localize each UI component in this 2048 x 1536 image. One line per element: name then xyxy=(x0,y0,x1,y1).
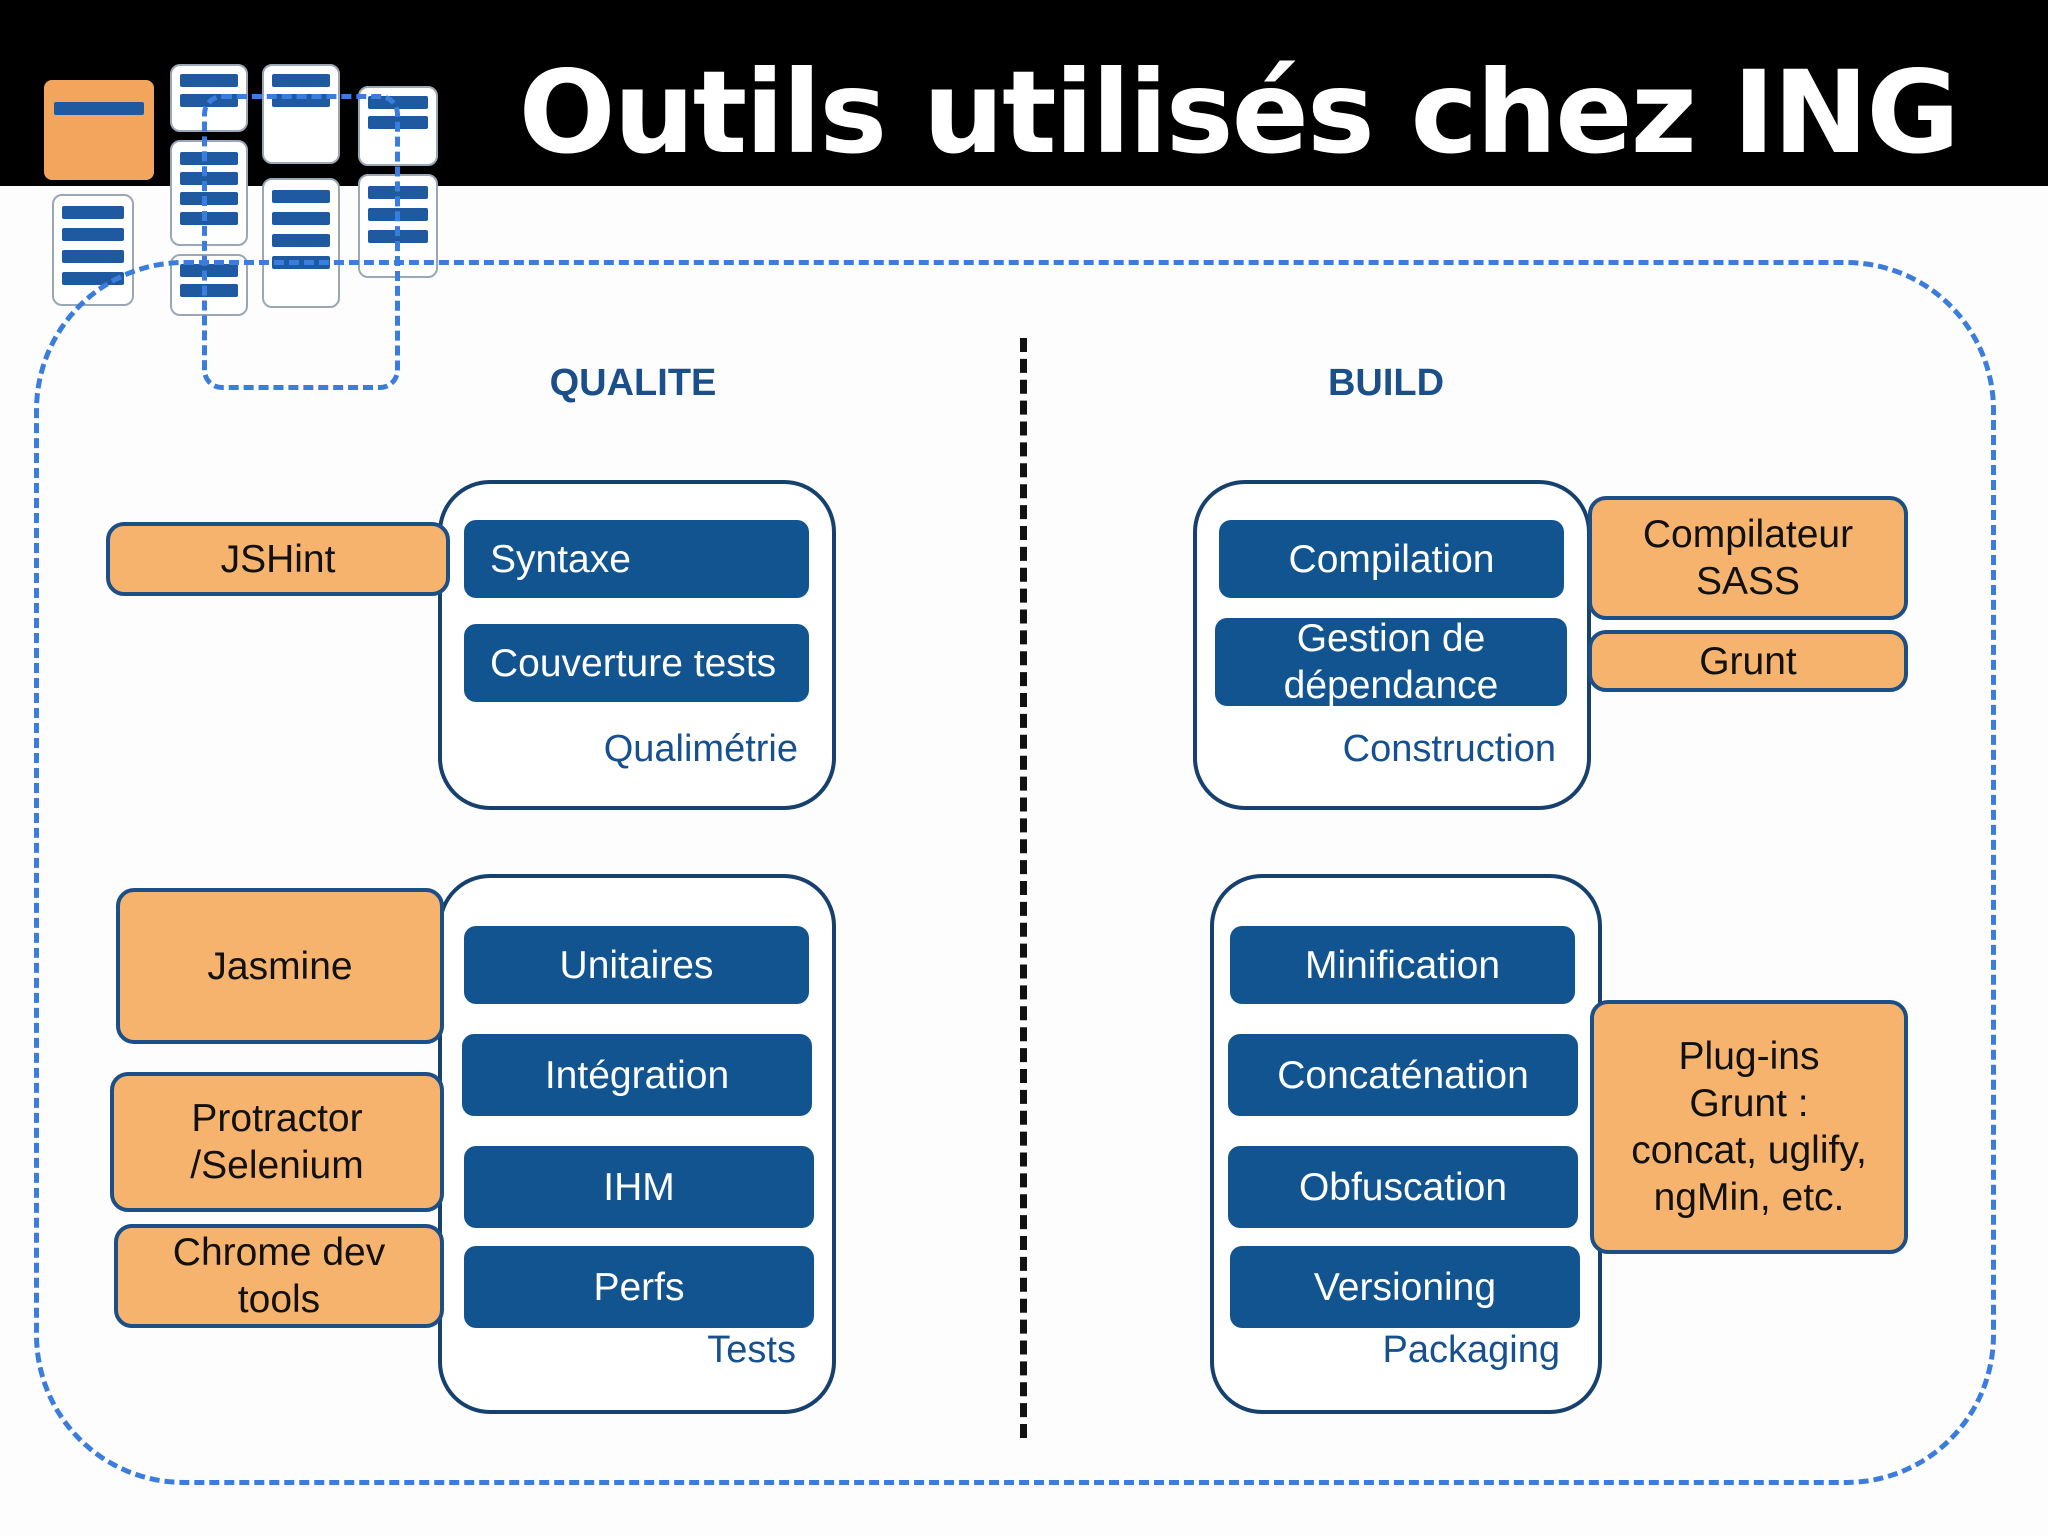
tool-protractor-selenium: Protractor /Selenium xyxy=(110,1072,444,1212)
task-couverture-tests: Couverture tests xyxy=(464,624,809,702)
diagram-frame xyxy=(34,260,1996,1485)
thumbnail-card-construction xyxy=(262,64,340,164)
slide-title: Outils utilisés chez ING xyxy=(518,46,1960,179)
tool-jshint: JSHint xyxy=(106,522,450,596)
tool-compilateur-sass: Compilateur SASS xyxy=(1588,496,1908,620)
thumbnail-card-architecture xyxy=(44,80,154,180)
task-unitaires: Unitaires xyxy=(464,926,809,1004)
task-integration: Intégration xyxy=(462,1034,812,1116)
tool-plugins-grunt: Plug-ins Grunt : concat, uglify, ngMin, … xyxy=(1590,1000,1908,1254)
thumbnail-card-packaging xyxy=(262,178,340,308)
task-ihm: IHM xyxy=(464,1146,814,1228)
tool-jasmine: Jasmine xyxy=(116,888,444,1044)
thumbnail-card-tools xyxy=(52,194,134,306)
heading-qualite: QUALITE xyxy=(549,362,717,404)
group-label-tests: Tests xyxy=(707,1329,796,1371)
tool-grunt: Grunt xyxy=(1588,630,1908,692)
task-syntaxe: Syntaxe xyxy=(464,520,809,598)
group-label-packaging: Packaging xyxy=(1382,1329,1560,1371)
task-compilation: Compilation xyxy=(1219,520,1564,598)
heading-build: BUILD xyxy=(1327,362,1445,404)
task-gestion-dependance: Gestion de dépendance xyxy=(1215,618,1567,706)
tool-chrome-dev-tools: Chrome dev tools xyxy=(114,1224,444,1328)
task-minification: Minification xyxy=(1230,926,1575,1004)
thumbnail-highlight xyxy=(202,94,400,390)
task-perfs: Perfs xyxy=(464,1246,814,1328)
section-divider xyxy=(1020,338,1027,1438)
group-label-qualimetrie: Qualimétrie xyxy=(603,728,798,770)
thumbnail-card-tests xyxy=(170,140,248,246)
group-label-construction: Construction xyxy=(1342,728,1556,770)
title-bar xyxy=(0,0,2048,186)
task-obfuscation: Obfuscation xyxy=(1228,1146,1578,1228)
task-concatenation: Concaténation xyxy=(1228,1034,1578,1116)
task-versioning: Versioning xyxy=(1230,1246,1580,1328)
